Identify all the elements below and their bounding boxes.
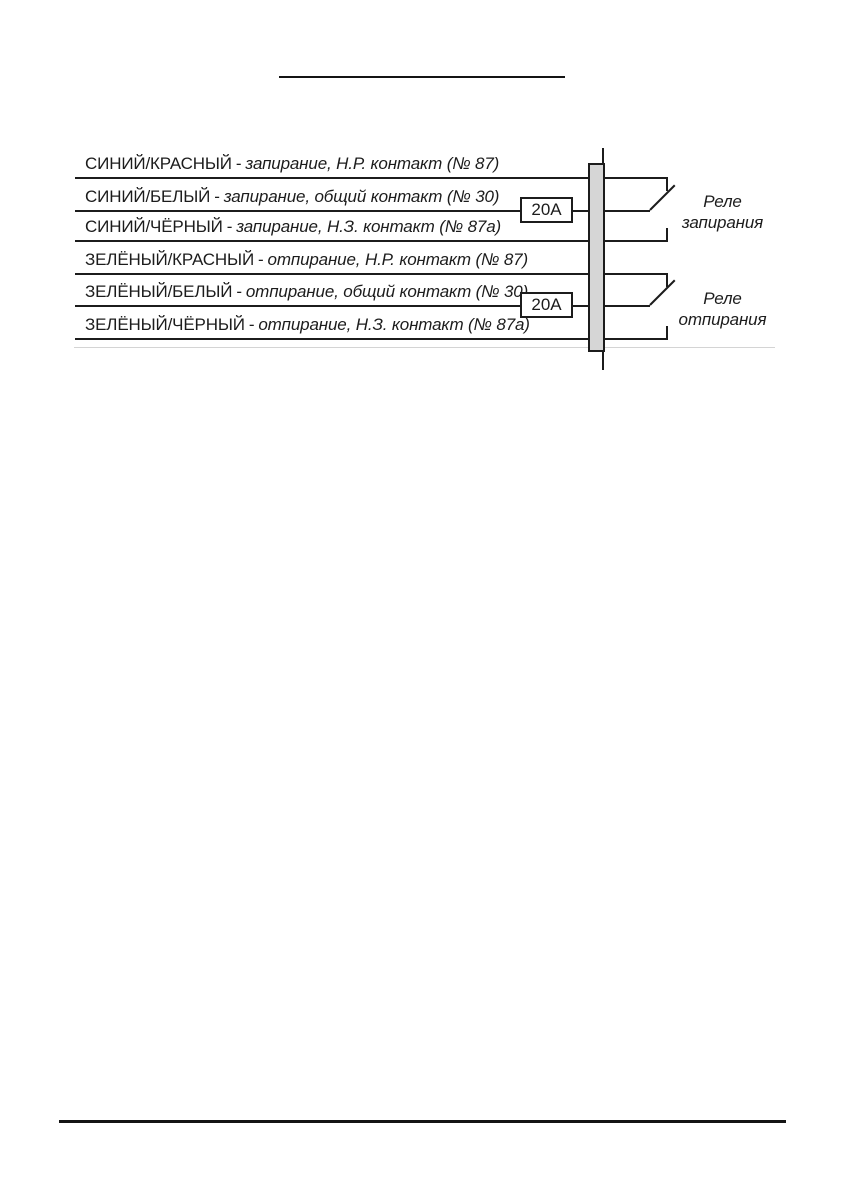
- wire-label-5: ЗЕЛЁНЫЙ/БЕЛЫЙ-отпирание, общий контакт (…: [85, 281, 528, 302]
- wire-line-5: [75, 305, 590, 307]
- wire-separator: -: [235, 154, 242, 173]
- wire-color-name: СИНИЙ/БЕЛЫЙ: [85, 187, 211, 206]
- relay1-label-line1: Реле: [703, 192, 742, 211]
- wire-separator: -: [258, 250, 264, 269]
- wire-color-name: СИНИЙ/ЧЁРНЫЙ: [85, 217, 223, 236]
- wire-line-2: [75, 210, 590, 212]
- relay2-common-wire: [605, 305, 650, 307]
- relay1-nc-wire: [605, 240, 668, 242]
- wire-color-name: ЗЕЛЁНЫЙ/ЧЁРНЫЙ: [85, 315, 245, 334]
- wire-label-2: СИНИЙ/БЕЛЫЙ-запирание, общий контакт (№ …: [85, 186, 499, 207]
- wire-label-3: СИНИЙ/ЧЁРНЫЙ-запирание, Н.З. контакт (№ …: [85, 216, 501, 237]
- wire-function: отпирание, Н.Р. контакт (№ 87): [267, 250, 529, 269]
- relay2-nc-contact: [666, 326, 668, 340]
- figure-bottom-edge: [74, 347, 775, 348]
- wire-label-4: ЗЕЛЁНЫЙ/КРАСНЫЙ-отпирание, Н.Р. контакт …: [85, 249, 528, 270]
- wire-separator: -: [248, 315, 255, 334]
- wire-separator: -: [214, 187, 220, 206]
- wire-function: отпирание, Н.З. контакт (№ 87а): [258, 315, 530, 334]
- relay2-no-wire: [605, 273, 668, 275]
- relay2-nc-wire: [605, 338, 668, 340]
- fuse-lock: 20А: [520, 197, 573, 223]
- wire-line-4: [75, 273, 590, 275]
- wire-line-3: [75, 240, 590, 242]
- wire-color-name: ЗЕЛЁНЫЙ/КРАСНЫЙ: [85, 250, 255, 269]
- wire-separator: -: [236, 282, 242, 301]
- wire-line-1: [75, 177, 590, 179]
- relay2-label-line2: отпирания: [678, 310, 767, 329]
- fuse-unlock: 20А: [520, 292, 573, 318]
- wire-function: запирание, Н.Р. контакт (№ 87): [245, 154, 500, 173]
- wire-label-6: ЗЕЛЁНЫЙ/ЧЁРНЫЙ-отпирание, Н.З. контакт (…: [85, 314, 530, 335]
- wire-color-name: ЗЕЛЁНЫЙ/БЕЛЫЙ: [85, 282, 233, 301]
- relay1-no-wire: [605, 177, 668, 179]
- footer-rule: [59, 1120, 786, 1123]
- relay1-label: Реле запирания: [655, 191, 790, 233]
- wire-function: запирание, Н.З. контакт (№ 87а): [236, 217, 502, 236]
- relay2-no-contact: [666, 273, 668, 287]
- wire-label-1: СИНИЙ/КРАСНЫЙ-запирание, Н.Р. контакт (№…: [85, 153, 499, 174]
- relay1-common-wire: [605, 210, 650, 212]
- relay1-label-line2: запирания: [681, 213, 764, 232]
- relay2-label: Реле отпирания: [655, 288, 790, 330]
- wire-function: отпирание, общий контакт (№ 30): [245, 282, 529, 301]
- header-rule: [279, 76, 565, 78]
- wire-function: запирание, общий контакт (№ 30): [223, 187, 500, 206]
- relay2-label-line1: Реле: [703, 289, 742, 308]
- wire-color-name: СИНИЙ/КРАСНЫЙ: [85, 154, 232, 173]
- relay1-no-contact: [666, 177, 668, 191]
- wire-line-6: [75, 338, 590, 340]
- connector-bar: [588, 163, 605, 352]
- relay1-nc-contact: [666, 228, 668, 242]
- wire-separator: -: [226, 217, 233, 236]
